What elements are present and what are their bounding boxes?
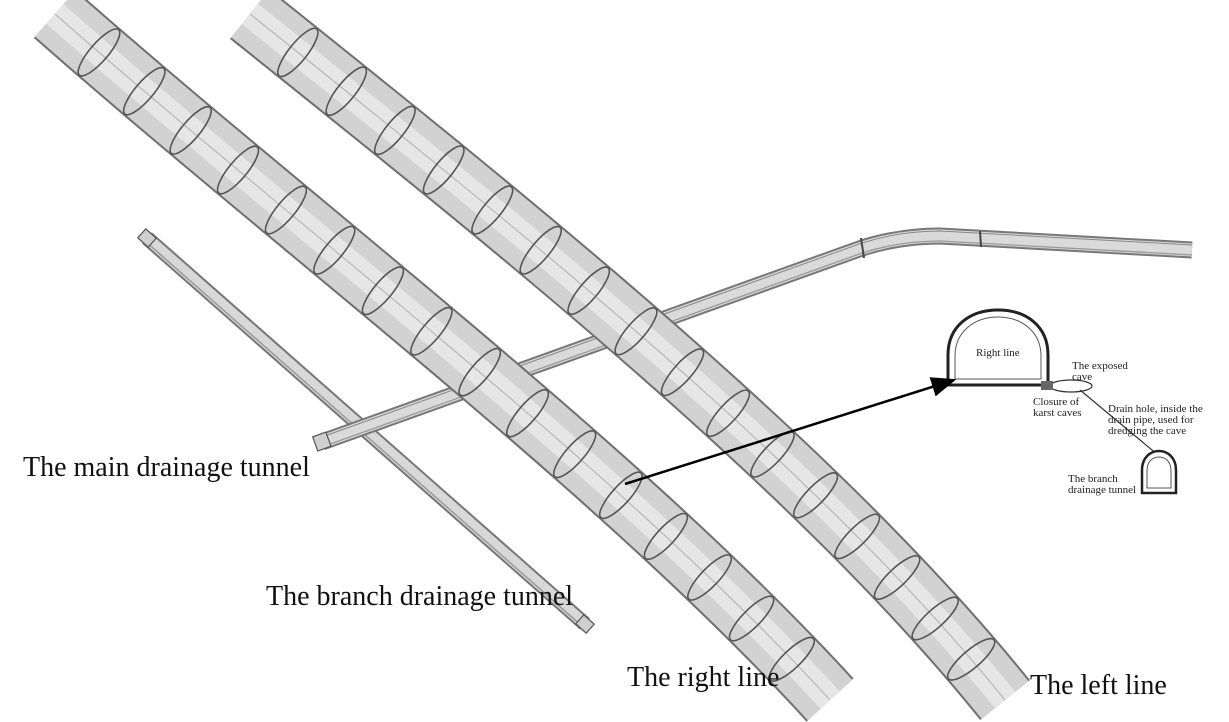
inset-branch-tunnel-label: The branch drainage tunnel — [1068, 473, 1136, 496]
tunnel-segment-ring — [458, 347, 502, 397]
tunnel-segment-ring — [768, 636, 816, 682]
left-line-label: The left line — [1030, 670, 1167, 701]
tunnel-segment-ring — [471, 185, 514, 235]
drain-pipe — [1079, 389, 1165, 461]
tunnel-segment-ring — [750, 430, 795, 478]
left-line-tunnel — [230, 0, 1030, 721]
callout-arrow — [624, 377, 957, 486]
tunnel-segment-ring — [946, 637, 996, 681]
tunnel-segment-ring — [325, 66, 368, 117]
tunnel-segment-ring — [873, 555, 921, 600]
tunnel-segment-ring — [728, 595, 775, 642]
main-drainage-tunnel — [311, 227, 1193, 452]
tunnel-segment-ring — [792, 472, 839, 519]
inset-cross-section: Right line The exposed cave Closure of k… — [888, 272, 1229, 520]
tunnel-segment-ring — [313, 225, 356, 275]
right-line-tunnel — [33, 0, 854, 722]
tunnel-segment-ring — [410, 306, 453, 356]
tunnel-segment-ring — [687, 554, 733, 601]
inset-exposed-cave-label: The exposed cave — [1072, 360, 1131, 383]
right-line-label: The right line — [627, 662, 779, 693]
tunnel-segment-ring — [834, 513, 881, 560]
tunnel-segment-ring — [422, 145, 465, 195]
tunnel-segment-ring — [506, 388, 550, 438]
tunnel-segment-ring — [567, 266, 611, 316]
tunnel-segment-ring — [264, 185, 308, 235]
inset-right-line-label: Right line — [976, 347, 1020, 359]
tunnel-segment-ring — [216, 145, 260, 195]
tunnel-segment-ring — [598, 471, 643, 520]
inset-closure-label: Closure of karst caves — [1033, 396, 1082, 419]
tunnel-segment-ring — [169, 105, 213, 155]
tunnel-segment-ring — [77, 28, 121, 77]
tunnel-segment-ring — [643, 512, 689, 561]
main-drainage-tunnel-label: The main drainage tunnel — [23, 452, 310, 483]
tunnel-segment-ring — [519, 225, 562, 275]
tunnel-segment-ring — [277, 27, 319, 78]
tunnel-segment-ring — [614, 307, 658, 356]
tunnel-segment-ring — [552, 430, 597, 479]
inset-drain-hole-label: Drain hole, inside the drain pipe, used … — [1108, 403, 1205, 437]
tunnel-segment-ring — [660, 348, 705, 397]
tunnel-segment-ring — [706, 389, 751, 438]
closure-block — [1041, 381, 1053, 390]
tunnel-segment-ring — [911, 596, 960, 641]
branch-drainage-tunnel-label: The branch drainage tunnel — [266, 581, 573, 612]
tunnel-segment-ring — [361, 266, 405, 316]
tunnel-segment-ring — [373, 105, 416, 156]
tunnel-segment-ring — [122, 66, 166, 116]
